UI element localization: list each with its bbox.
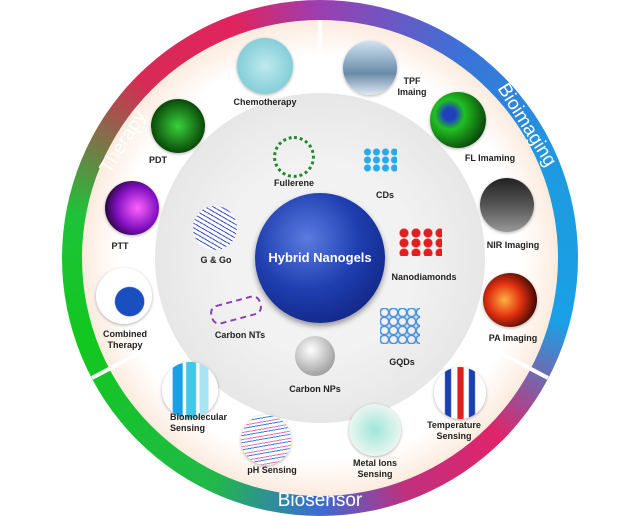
section-therapy: Therapy xyxy=(96,107,151,178)
label-ptt: PTT xyxy=(111,241,129,251)
label-g-go: G & Go xyxy=(200,255,232,265)
label-chemotherapy: Chemotherapy xyxy=(233,97,297,107)
carbon-nps-icon xyxy=(295,336,335,376)
section-biosensor: Biosensor xyxy=(278,490,363,511)
label-ph-sensing: pH Sensing xyxy=(247,465,297,475)
chemotherapy-image xyxy=(237,38,293,94)
label-temperature-sensing: Temperature Sensing xyxy=(427,420,481,441)
tpf-imaging-image xyxy=(343,41,397,95)
label-fl-imaging: FL Imaming xyxy=(464,153,516,163)
nir-imaging-image xyxy=(480,178,534,232)
fullerene-icon xyxy=(273,136,315,178)
label-pdt: PDT xyxy=(149,155,167,165)
nanodiamonds-icon xyxy=(398,228,442,256)
label-nanodiamonds: Nanodiamonds xyxy=(391,272,457,282)
cds-icon xyxy=(363,148,397,172)
metal-ions-sensing-image xyxy=(349,404,401,456)
label-biomolecular-sensing: Biomolecular Sensing xyxy=(170,412,228,433)
center-sphere: Hybrid Nanogels xyxy=(255,193,385,323)
label-carbon-nps: Carbon NPs xyxy=(289,384,341,394)
label-cds: CDs xyxy=(375,190,395,200)
label-gqds: GQDs xyxy=(389,357,415,367)
fl-imaging-image xyxy=(430,92,486,148)
pa-imaging-image xyxy=(483,273,537,327)
ptt-image xyxy=(105,181,159,235)
label-nir-imaging: NIR Imaging xyxy=(486,240,540,250)
label-fullerene: Fullerene xyxy=(273,178,315,188)
pdt-image xyxy=(151,99,205,153)
label-pa-imaging: PA Imaging xyxy=(488,333,538,343)
ph-sensing-image xyxy=(241,415,291,465)
label-tpf-imaging: TPF Imaing xyxy=(397,76,427,97)
gqds-icon xyxy=(380,308,420,344)
center-title: Hybrid Nanogels xyxy=(268,250,372,265)
biomolecular-sensing-image xyxy=(162,362,218,418)
temperature-sensing-image xyxy=(434,367,486,419)
graphene-icon xyxy=(193,206,237,250)
label-carbon-nts: Carbon NTs xyxy=(214,330,266,340)
label-combined-therapy: Combined Therapy xyxy=(103,329,147,350)
label-metal-ions-sensing: Metal Ions Sensing xyxy=(352,458,397,479)
combined-therapy-image xyxy=(96,268,152,324)
